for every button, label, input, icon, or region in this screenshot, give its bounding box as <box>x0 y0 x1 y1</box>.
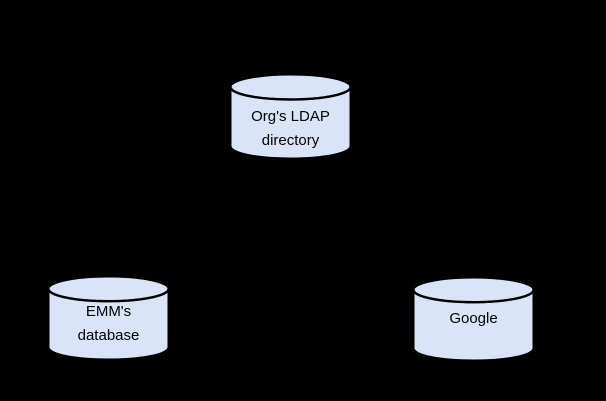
node-orgs-ldap-directory: Org's LDAP directory <box>229 73 352 160</box>
database-cylinder-icon <box>47 275 170 361</box>
node-emms-database: EMM's database <box>47 275 170 361</box>
database-cylinder-icon <box>412 276 535 362</box>
node-google: Google <box>412 276 535 362</box>
database-cylinder-icon <box>229 73 352 160</box>
